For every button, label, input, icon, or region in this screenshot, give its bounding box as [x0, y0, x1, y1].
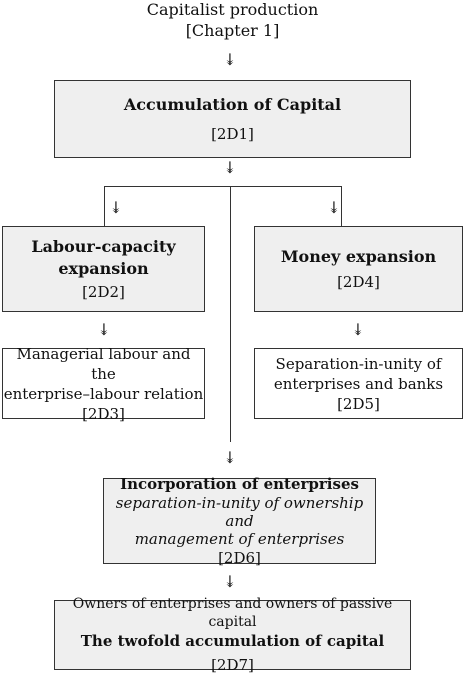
top-label: Capitalist production — [146, 0, 319, 19]
node-text: enterprises and banks — [273, 374, 444, 393]
node-text: Managerial labour and the — [16, 344, 191, 383]
node-twofold-accumulation: Owners of enterprises and owners of pass… — [54, 596, 411, 674]
node-money-expansion: Money expansion [2D4] — [254, 226, 463, 312]
arrow-down-icon: ↡ — [223, 158, 237, 177]
node-ref: [2D5] — [337, 394, 380, 413]
node-subtitle: separation-in-unity of ownership and — [115, 494, 364, 530]
node-text: Owners of enterprises and owners of pass… — [72, 596, 393, 630]
node-ref: [2D6] — [218, 549, 261, 567]
connector-center-trunk — [230, 186, 231, 442]
top-ref: [Chapter 1] — [185, 21, 280, 40]
arrow-down-icon: ↡ — [223, 572, 237, 591]
node-separation-enterprises-banks: Separation-in-unity of enterprises and b… — [254, 348, 463, 419]
node-title: expansion — [58, 259, 149, 278]
node-labour-capacity-expansion: Labour-capacity expansion [2D2] — [2, 226, 205, 312]
node-ref: [2D4] — [337, 273, 380, 291]
arrow-down-icon: ↡ — [223, 50, 237, 69]
node-subtitle: management of enterprises — [134, 530, 345, 548]
arrow-down-icon: ↡ — [109, 198, 123, 217]
arrow-down-icon: ↡ — [327, 198, 341, 217]
node-text: enterprise–labour relation — [3, 384, 204, 403]
connector-horizontal — [104, 186, 342, 187]
node-title: Labour-capacity — [31, 237, 176, 256]
node-incorporation-of-enterprises: Incorporation of enterprises separation-… — [103, 475, 376, 567]
arrow-down-icon: ↡ — [97, 320, 111, 339]
arrow-down-icon: ↡ — [223, 448, 237, 467]
node-text: Separation-in-unity of — [275, 354, 442, 373]
node-ref: [2D1] — [211, 125, 254, 143]
node-accumulation-of-capital: Accumulation of Capital [2D1] — [54, 80, 411, 158]
node-ref: [2D2] — [82, 283, 125, 301]
node-title: Money expansion — [280, 247, 437, 266]
node-title: The twofold accumulation of capital — [80, 632, 385, 650]
arrow-down-icon: ↡ — [351, 320, 365, 339]
node-ref: [2D7] — [211, 656, 254, 674]
connector-left-drop — [104, 186, 105, 226]
node-ref: [2D3] — [82, 404, 125, 423]
node-managerial-labour: Managerial labour and the enterprise–lab… — [2, 345, 205, 423]
node-title: Accumulation of Capital — [123, 95, 342, 114]
connector-right-drop — [341, 186, 342, 226]
node-title: Incorporation of enterprises — [120, 475, 359, 493]
